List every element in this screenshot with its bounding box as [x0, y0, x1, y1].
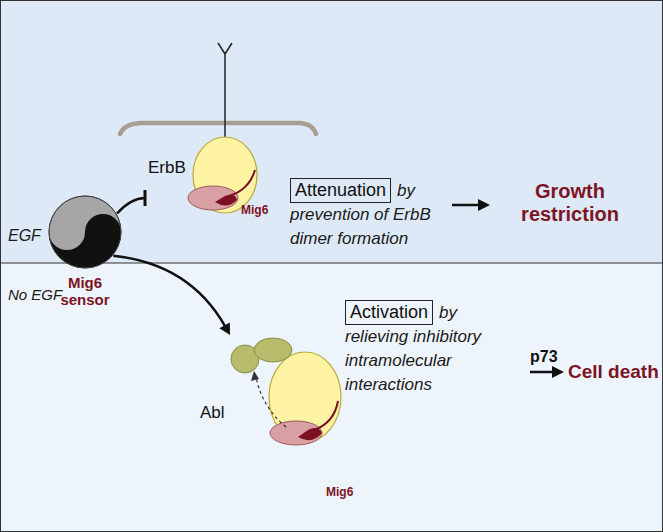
mechanism-text: by prevention of ErbB dimer formation — [290, 178, 455, 251]
activation-box: Activation — [345, 300, 433, 325]
outcome-label: Cell death — [568, 360, 659, 384]
protein-label: Mig6 — [326, 485, 353, 499]
box-title: Attenuation — [295, 180, 386, 200]
attenuation-box: Attenuation — [290, 178, 391, 203]
node-shape — [200, 335, 370, 510]
bottom-band — [0, 263, 663, 532]
activation-connector — [113, 256, 230, 335]
condition-label: EGF — [8, 224, 41, 248]
receptor — [218, 43, 232, 140]
gene-label: p73 — [530, 345, 558, 369]
condition-label: No EGF — [8, 283, 62, 307]
node-label: ErbB — [148, 158, 186, 178]
inhibition-connector — [117, 190, 145, 214]
box-title: Activation — [350, 302, 428, 322]
membrane — [120, 123, 316, 134]
mechanism-text: by relieving inhibitory intramolecular i… — [345, 300, 523, 397]
outcome-label: Growth restriction — [500, 180, 640, 226]
arrow-death — [530, 366, 564, 378]
arrow-growth — [452, 199, 490, 211]
node-label: Abl — [200, 403, 225, 423]
protein-label: Mig6 — [241, 203, 268, 217]
abl-complex: AblMig6 — [200, 335, 370, 510]
